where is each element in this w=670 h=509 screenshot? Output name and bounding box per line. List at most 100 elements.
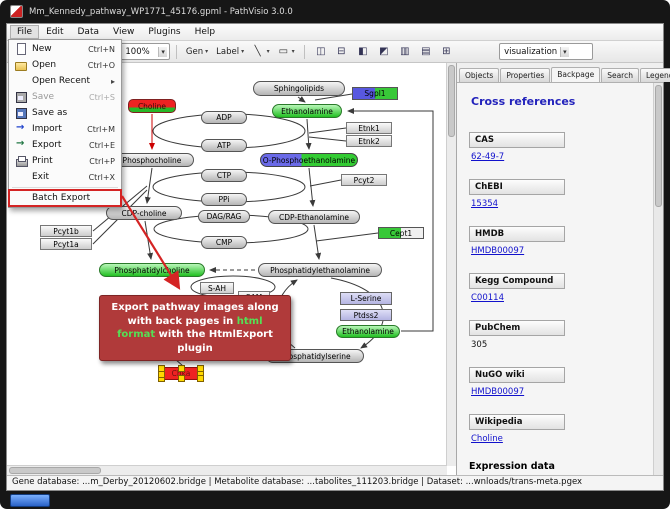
align-center-y-button[interactable] [332,42,352,61]
menu-help[interactable]: Help [194,27,216,37]
pathway-node-chka[interactable]: Chka [158,365,204,382]
blank-icon [15,192,27,204]
selection-handle[interactable] [178,365,185,372]
canvas-horizontal-scrollbar[interactable] [7,465,447,475]
pathway-node-o-phosphoethanolamine[interactable]: O-Phosphoethanolamine [260,153,358,167]
pathway-node-phosphatidylcholine[interactable]: Phosphatidylcholine [99,263,205,277]
pathway-node-pcyt1b[interactable]: Pcyt1b [40,225,92,237]
menu-plugins[interactable]: Plugins [148,27,181,37]
xref-link[interactable]: 62-49-7 [471,152,505,162]
pathway-node-s-ah[interactable]: S-AH [200,282,234,294]
stack-vertical-button[interactable] [416,42,436,61]
scrollbar-thumb[interactable] [448,65,455,137]
pathway-node-dag-rag[interactable]: DAG/RAG [198,210,250,223]
pathway-node-sgpl1[interactable]: Sgpl1 [352,87,398,100]
align-center-x-button[interactable] [311,42,331,61]
pathway-node-adp[interactable]: ADP [201,111,247,124]
node-label: Sphingolipids [273,84,325,93]
pathway-node-etnk2[interactable]: Etnk2 [346,135,392,147]
file-menu-item-open-recent[interactable]: Open Recent▸ [9,73,121,89]
pathway-node-ethanolamine[interactable]: Ethanolamine [336,325,400,338]
stack-horizontal-button[interactable] [395,42,415,61]
xref-header[interactable]: Wikipedia [469,414,565,430]
menu-view[interactable]: View [113,27,135,37]
datanode-dropdown[interactable]: Gen ▾ [183,42,211,61]
xref-header[interactable]: PubChem [469,320,565,336]
align-left-button[interactable] [353,42,373,61]
xref-header[interactable]: NuGO wiki [469,367,565,383]
xref-link[interactable]: 15354 [471,199,499,209]
pathway-node-pcyt1a[interactable]: Pcyt1a [40,238,92,250]
node-label: Etnk2 [358,136,380,146]
callout-text-after: with the HtmlExport plugin [155,329,273,354]
menu-file[interactable]: File [10,25,40,39]
pathway-node-cept1[interactable]: Cept1 [378,227,424,239]
save-disk-icon [15,107,27,119]
node-label: Cept1 [389,228,413,238]
panel-scrollbar[interactable] [653,83,663,475]
label-tool-button[interactable]: Label ▾ [213,42,247,61]
pathway-node-choline[interactable]: Choline [128,99,176,113]
visualization-combo[interactable]: visualization ▾ [499,43,594,60]
open-folder-icon [15,59,27,71]
menu-edit[interactable]: Edit [46,27,64,37]
pathway-node-cdp-choline[interactable]: CDP-choline [106,206,182,220]
file-menu-item-save-as[interactable]: Save as [9,105,121,121]
tab-search[interactable]: Search [601,68,639,82]
tab-backpage[interactable]: Backpage [551,67,601,82]
xref-link[interactable]: HMDB00097 [471,246,525,256]
tab-properties[interactable]: Properties [500,68,551,82]
node-label: Phosphocholine [122,155,182,165]
xref-link[interactable]: Choline [471,434,503,444]
pathway-node-cdp-ethanolamine[interactable]: CDP-Ethanolamine [268,210,360,224]
tab-legend[interactable]: Legend [639,68,670,82]
pathway-node-ptdss2[interactable]: Ptdss2 [340,309,392,321]
xref-header[interactable]: Kegg Compound [469,273,565,289]
xref-header[interactable]: ChEBI [469,179,565,195]
xref-header[interactable]: HMDB [469,226,565,242]
stack-vertical-icon [420,46,432,58]
selection-handle[interactable] [178,375,185,382]
menu-data[interactable]: Data [77,27,100,37]
tab-objects[interactable]: Objects [459,68,500,82]
taskbar-button[interactable] [10,494,50,507]
pathway-node-ethanolamine[interactable]: Ethanolamine [272,104,342,118]
xref-link[interactable]: C00114 [471,293,504,303]
node-label: CTP [216,171,232,180]
pathway-node-atp[interactable]: ATP [201,139,247,152]
selection-handle[interactable] [158,370,165,378]
pathway-node-etnk1[interactable]: Etnk1 [346,122,392,134]
pathway-node-phosphocholine[interactable]: Phosphocholine [110,153,194,167]
pathway-node-l-serine[interactable]: L-Serine [340,292,392,305]
common-size-button[interactable] [437,42,457,61]
scrollbar-thumb[interactable] [655,85,662,207]
scrollbar-thumb[interactable] [9,467,101,474]
pathway-node-pcyt2[interactable]: Pcyt2 [341,174,387,186]
xref-link[interactable]: HMDB00097 [471,387,525,397]
xref-header[interactable]: CAS [469,132,565,148]
node-label: DAG/RAG [206,212,242,221]
selection-handle[interactable] [197,375,204,382]
pathway-node-phosphatidylethanolamine[interactable]: Phosphatidylethanolamine [258,263,382,277]
titlebar[interactable]: Mm_Kennedy_pathway_WP1771_45176.gpml - P… [0,0,670,23]
xref-section-cas: CAS 62-49-7 [469,132,649,162]
file-menu-item-batch-export[interactable]: Batch Export [8,189,122,207]
pathway-node-ctp[interactable]: CTP [201,169,247,182]
canvas-vertical-scrollbar[interactable] [446,63,456,466]
line-tool-button[interactable]: ▾ [249,42,273,61]
pathway-node-sphingolipids[interactable]: Sphingolipids [253,81,345,96]
zoom-combo[interactable]: 100% ▾ [120,43,170,60]
align-top-button[interactable] [374,42,394,61]
pathway-node-ppi[interactable]: PPi [201,193,247,206]
pathway-node-cmp[interactable]: CMP [201,236,247,249]
shape-tool-button[interactable]: ▾ [274,42,298,61]
